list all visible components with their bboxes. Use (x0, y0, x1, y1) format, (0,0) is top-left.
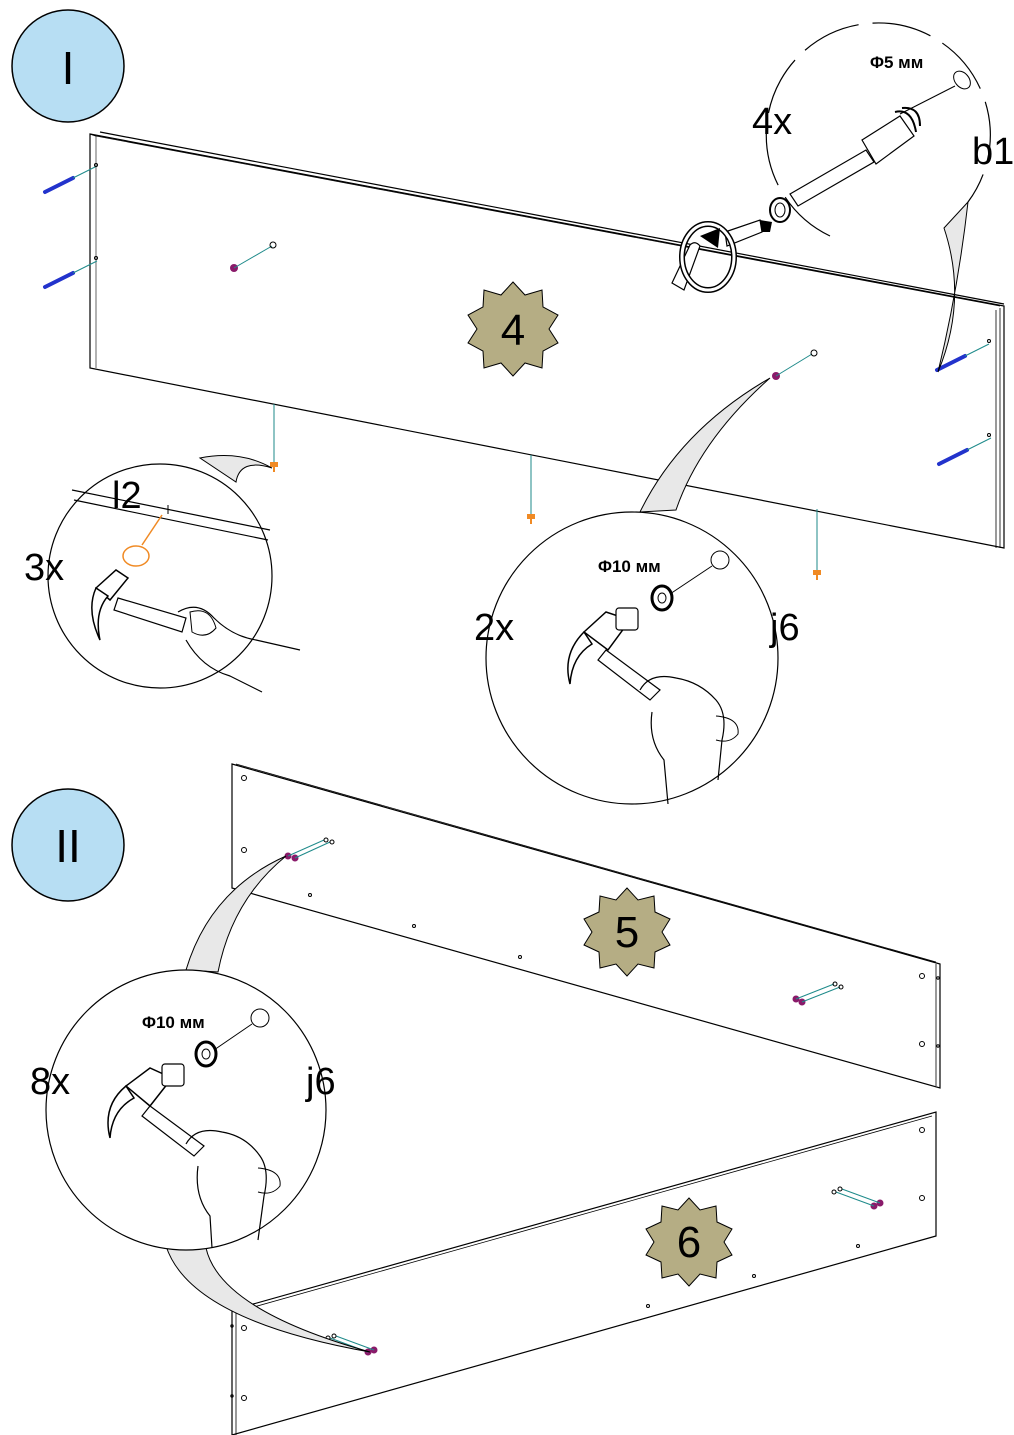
dowel-right-top (935, 339, 991, 372)
hand-icon (639, 675, 739, 805)
j6-step2-diameter: Φ10 мм (142, 1013, 205, 1032)
pin-l2-icon (122, 514, 163, 567)
cam-fittings-panel6-right (831, 1186, 884, 1210)
pin-1 (270, 404, 278, 472)
callout-b1: Φ5 мм 4x b1 (752, 22, 1014, 373)
l2-part-code: l2 (112, 475, 142, 517)
step-1-marker: I (11, 9, 125, 123)
j6-step1-quantity: 2x (474, 607, 514, 649)
panel-4-number: 4 (501, 306, 525, 355)
panel-4-badge: 4 (467, 281, 559, 377)
bolt-b1-icon (769, 70, 971, 223)
cam-fittings-panel5-right (792, 981, 844, 1006)
step-1-label: I (62, 42, 75, 94)
cam-fitting-left (230, 241, 277, 272)
cam-j6-icon (650, 584, 674, 612)
callout-l2: l2 3x (24, 455, 301, 693)
hammer-icon (107, 1063, 205, 1157)
pin-3 (813, 509, 821, 580)
cam-j6-icon (194, 1040, 218, 1068)
j6-step2-part-code: j6 (305, 1061, 336, 1103)
panel-5-badge: 5 (583, 887, 671, 977)
b1-part-code: b1 (972, 131, 1014, 173)
panel-6 (230, 1111, 937, 1435)
step-2-marker: II (11, 788, 125, 902)
panel-5 (231, 763, 941, 1089)
cam-fitting-right (772, 349, 818, 380)
dowel-right-bottom (937, 433, 993, 466)
l2-quantity: 3x (24, 547, 64, 589)
hand-icon (177, 606, 301, 693)
callout-j6-step1: Φ10 мм 2x j6 (474, 377, 800, 805)
cam-fittings-panel5-left (284, 837, 335, 862)
pin-2 (527, 455, 535, 524)
panel-6-number: 6 (677, 1218, 701, 1267)
b1-quantity: 4x (752, 101, 792, 143)
j6-step1-part-code: j6 (769, 607, 800, 649)
hammer-icon (91, 569, 187, 641)
j6-step2-quantity: 8x (30, 1061, 70, 1103)
hand-icon (185, 1129, 281, 1249)
hammer-icon (567, 607, 661, 701)
dowel-left-top (43, 163, 99, 194)
callout-j6-step2: Φ10 мм 8x j6 (30, 855, 371, 1353)
rotate-arrow-icon (679, 221, 737, 293)
j6-step1-diameter: Φ10 мм (598, 557, 661, 576)
step-2-label: II (55, 820, 81, 872)
dowel-left-bottom (43, 256, 99, 289)
panel-6-badge: 6 (645, 1197, 733, 1287)
b1-diameter: Φ5 мм (870, 53, 923, 72)
panel-5-number: 5 (615, 908, 639, 957)
